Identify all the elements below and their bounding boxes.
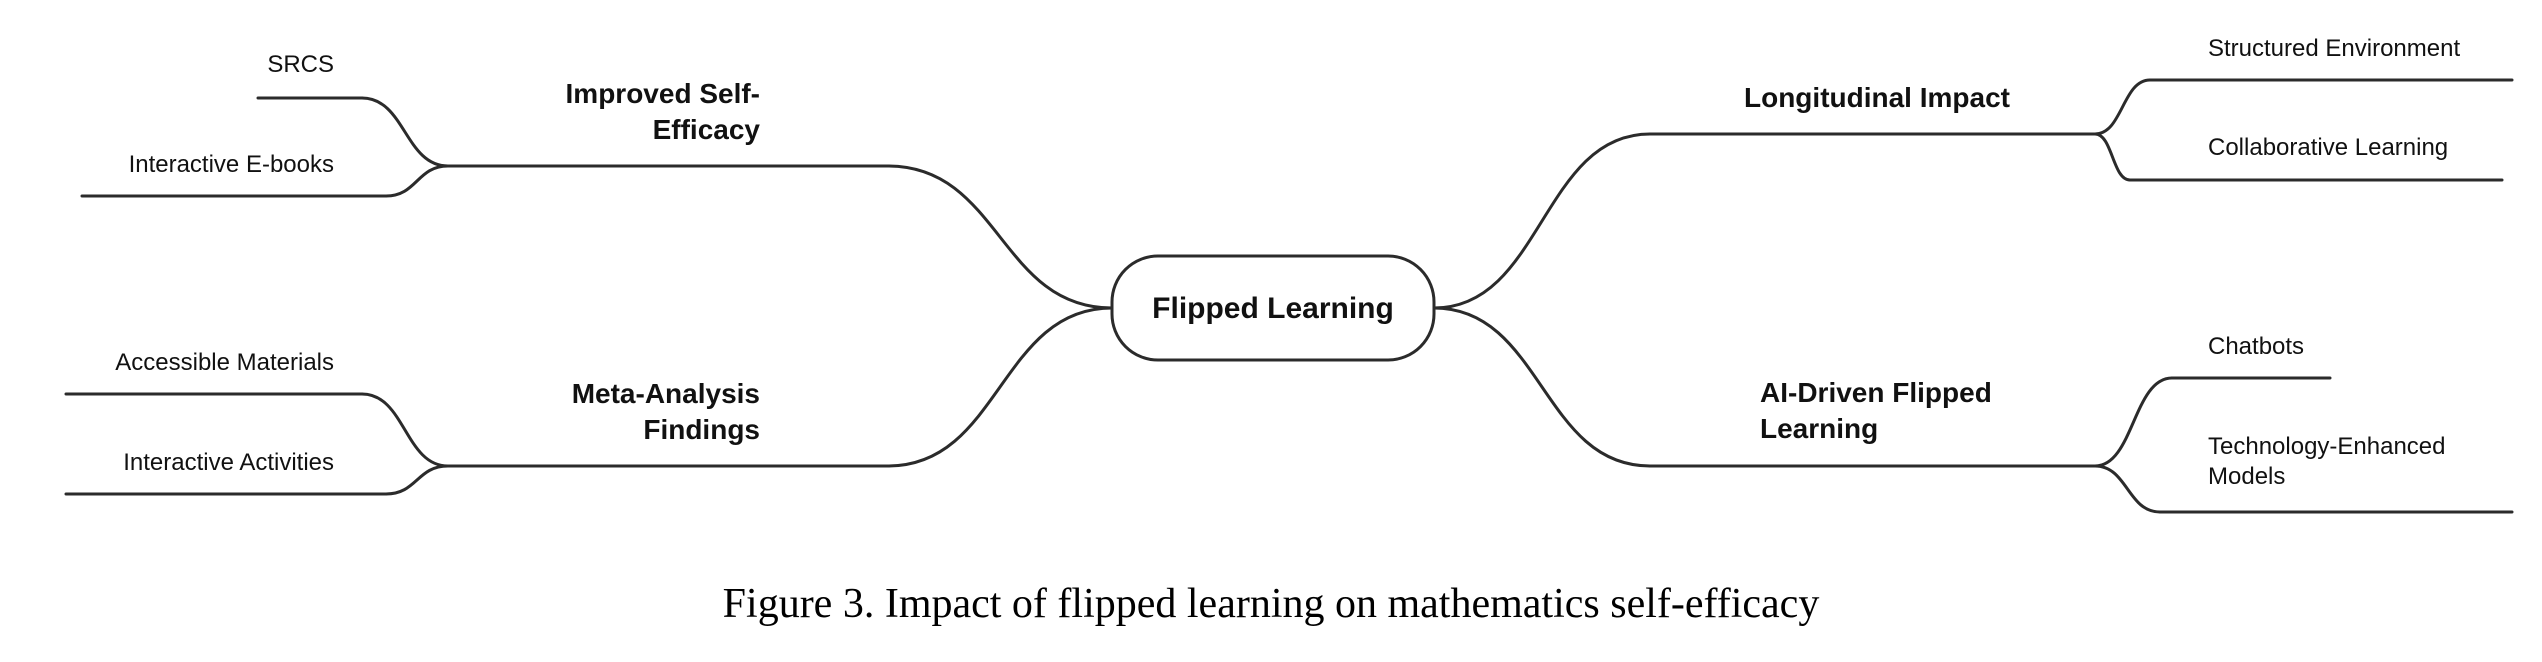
connector-branch-leaf: [2093, 464, 2162, 514]
leaf-label-line: SRCS: [267, 51, 334, 78]
connector-branch-leaf: [384, 464, 450, 496]
leaf-label: Collaborative Learning: [2208, 134, 2448, 161]
nodes: Flipped Learning Improved Self- Efficacy SR…: [115, 35, 2460, 490]
leaf-label-line: Interactive E-books: [129, 151, 334, 178]
leaf-label-line: Chatbots: [2208, 333, 2304, 360]
branch-label-line: Improved Self-: [566, 78, 760, 109]
branch-label-line: Efficacy: [653, 114, 761, 145]
branch-label-line: Meta-Analysis: [572, 378, 760, 409]
connector-central-branch: [886, 306, 1114, 468]
leaf-label: Interactive Activities: [123, 449, 334, 476]
leaf-label-line: Interactive Activities: [123, 449, 334, 476]
connector-branch-leaf: [384, 164, 450, 198]
branch-label: Improved Self- Efficacy: [566, 78, 761, 145]
mind-map: Flipped Learning Improved Self- Efficacy SR…: [64, 35, 2514, 514]
leaf-label-line: Collaborative Learning: [2208, 134, 2448, 161]
branch-label-line: AI-Driven Flipped: [1760, 377, 1992, 408]
branch-label: Longitudinal Impact: [1744, 82, 2010, 113]
leaf-label: Structured Environment: [2208, 35, 2460, 62]
connector-branch-leaf: [360, 392, 450, 468]
connector-central-branch: [1432, 306, 1652, 468]
leaf-label-line: Accessible Materials: [115, 349, 334, 376]
branch-label-line: Learning: [1760, 413, 1878, 444]
connector-branch-leaf: [360, 96, 450, 168]
leaf-label: Chatbots: [2208, 333, 2304, 360]
central-node-label: Flipped Learning: [1152, 292, 1394, 325]
leaf-label-line: Technology-Enhanced: [2208, 433, 2446, 460]
figure-caption: Figure 3. Impact of flipped learning on …: [722, 581, 1820, 627]
leaf-label: Accessible Materials: [115, 349, 334, 376]
connector-branch-leaf: [2093, 78, 2152, 136]
leaf-label: SRCS: [267, 51, 334, 78]
branch-label-line: Longitudinal Impact: [1744, 82, 2010, 113]
connector-lines: [64, 78, 2514, 514]
connector-central-branch: [1432, 132, 1652, 310]
connector-central-branch: [886, 164, 1114, 310]
leaf-label: Interactive E-books: [129, 151, 334, 178]
leaf-label-line: Structured Environment: [2208, 35, 2460, 62]
connector-branch-leaf: [2093, 376, 2174, 468]
connector-branch-leaf: [2093, 132, 2132, 182]
leaf-label-line: Models: [2208, 463, 2285, 490]
branch-label-line: Findings: [643, 414, 760, 445]
central-node: [1110, 254, 1436, 362]
